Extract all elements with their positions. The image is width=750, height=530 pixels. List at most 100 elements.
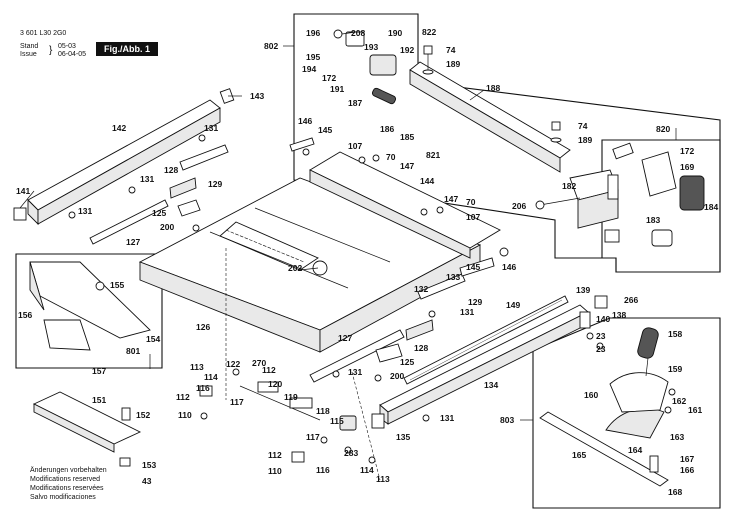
- part-label: 110: [268, 466, 282, 476]
- part-label: 134: [484, 380, 498, 390]
- stand-label: Stand: [20, 43, 39, 50]
- part-label: 208: [351, 28, 365, 38]
- part-label: 131: [78, 206, 92, 216]
- part-label: 128: [414, 343, 428, 353]
- figure-badge: Fig./Abb. 1: [96, 42, 158, 56]
- part-label: 131: [204, 123, 218, 133]
- part-label: 117: [306, 432, 320, 442]
- part-label: 172: [680, 146, 694, 156]
- part-label: 119: [284, 392, 298, 402]
- fence-clamp-193: [333, 29, 397, 105]
- footer-line: Salvo modificaciones: [30, 494, 96, 501]
- part-label: 152: [136, 410, 150, 420]
- part-label: 160: [584, 390, 598, 400]
- part-label: 141: [16, 186, 30, 196]
- part-label: 129: [208, 179, 222, 189]
- part-label: 120: [268, 379, 282, 389]
- part-label: 156: [18, 310, 32, 320]
- part-label: 154: [146, 334, 160, 344]
- part-label: 70: [386, 152, 396, 162]
- part-label: 186: [380, 124, 394, 134]
- part-label: 23: [596, 331, 606, 341]
- table-extension-144: [309, 151, 501, 259]
- rip-fence-188: [409, 61, 571, 173]
- part-label: 168: [668, 487, 682, 497]
- part-label: 126: [196, 322, 210, 332]
- part-label: 146: [298, 116, 312, 126]
- brace-glyph: }: [49, 45, 53, 56]
- fence-bolts: [422, 45, 562, 143]
- part-label: 142: [112, 123, 126, 133]
- part-label: 182: [562, 181, 576, 191]
- part-label: 192: [400, 45, 414, 55]
- part-label: 149: [506, 300, 520, 310]
- part-label: 191: [330, 84, 344, 94]
- part-label: 112: [268, 450, 282, 460]
- part-label: 190: [388, 28, 402, 38]
- part-label: 822: [422, 27, 436, 37]
- part-label: 801: [126, 346, 140, 356]
- frame-801: [15, 253, 163, 369]
- part-label: 131: [140, 174, 154, 184]
- part-label: 127: [338, 333, 352, 343]
- part-label: 803: [500, 415, 514, 425]
- outfeed-support-151: [32, 391, 142, 467]
- part-label: 195: [306, 52, 320, 62]
- part-label: 132: [414, 284, 428, 294]
- fence-rear-assembly: [535, 142, 705, 247]
- part-label: 200: [160, 222, 174, 232]
- part-label: 202: [288, 263, 302, 273]
- part-label: 167: [680, 454, 694, 464]
- footer-line: Änderungen vorbehalten: [30, 467, 107, 474]
- part-label: 112: [176, 392, 190, 402]
- part-label: 196: [306, 28, 320, 38]
- part-label: 122: [226, 359, 240, 369]
- part-label: 189: [578, 135, 592, 145]
- part-label: 118: [316, 406, 330, 416]
- fasteners: [68, 134, 672, 464]
- part-label: 113: [376, 474, 390, 484]
- part-label: 129: [468, 297, 482, 307]
- part-label: 125: [400, 357, 414, 367]
- height-adjust-linkage: [199, 248, 381, 481]
- part-label: 115: [330, 416, 344, 426]
- part-label: 107: [466, 212, 480, 222]
- stand-date: 05-03: [58, 43, 76, 50]
- part-label: 820: [656, 124, 670, 134]
- issue-date: 06-04-05: [58, 51, 87, 58]
- part-label: 164: [628, 445, 642, 455]
- part-label: 194: [302, 64, 316, 74]
- blade-guard-801: [29, 261, 151, 351]
- part-label: 157: [92, 366, 106, 376]
- part-label: 131: [348, 367, 362, 377]
- part-label: 128: [164, 165, 178, 175]
- part-label: 114: [360, 465, 374, 475]
- part-label: 112: [262, 365, 276, 375]
- part-label: 153: [142, 460, 156, 470]
- part-label: 162: [672, 396, 686, 406]
- part-label: 23: [596, 344, 606, 354]
- part-label: 117: [230, 397, 244, 407]
- part-label: 165: [572, 450, 586, 460]
- part-label: 145: [318, 125, 332, 135]
- part-label: 133: [446, 272, 460, 282]
- part-label: 151: [92, 395, 106, 405]
- doc-number: 3 601 L30 2G0: [20, 30, 67, 37]
- frame-803: [532, 317, 721, 509]
- part-label: 159: [668, 364, 682, 374]
- part-label: 110: [178, 410, 192, 420]
- part-label: 821: [426, 150, 440, 160]
- part-label: 185: [400, 132, 414, 142]
- part-label: 131: [460, 307, 474, 317]
- part-label: 266: [624, 295, 638, 305]
- footer-line: Modifications reservées: [30, 485, 104, 492]
- part-label: 144: [420, 176, 434, 186]
- mitre-bar-134: [371, 295, 608, 429]
- part-label: 169: [680, 162, 694, 172]
- part-label: 145: [466, 262, 480, 272]
- part-label: 116: [196, 383, 210, 393]
- part-label: 184: [704, 202, 718, 212]
- part-label: 107: [348, 141, 362, 151]
- frame-820: [601, 139, 721, 273]
